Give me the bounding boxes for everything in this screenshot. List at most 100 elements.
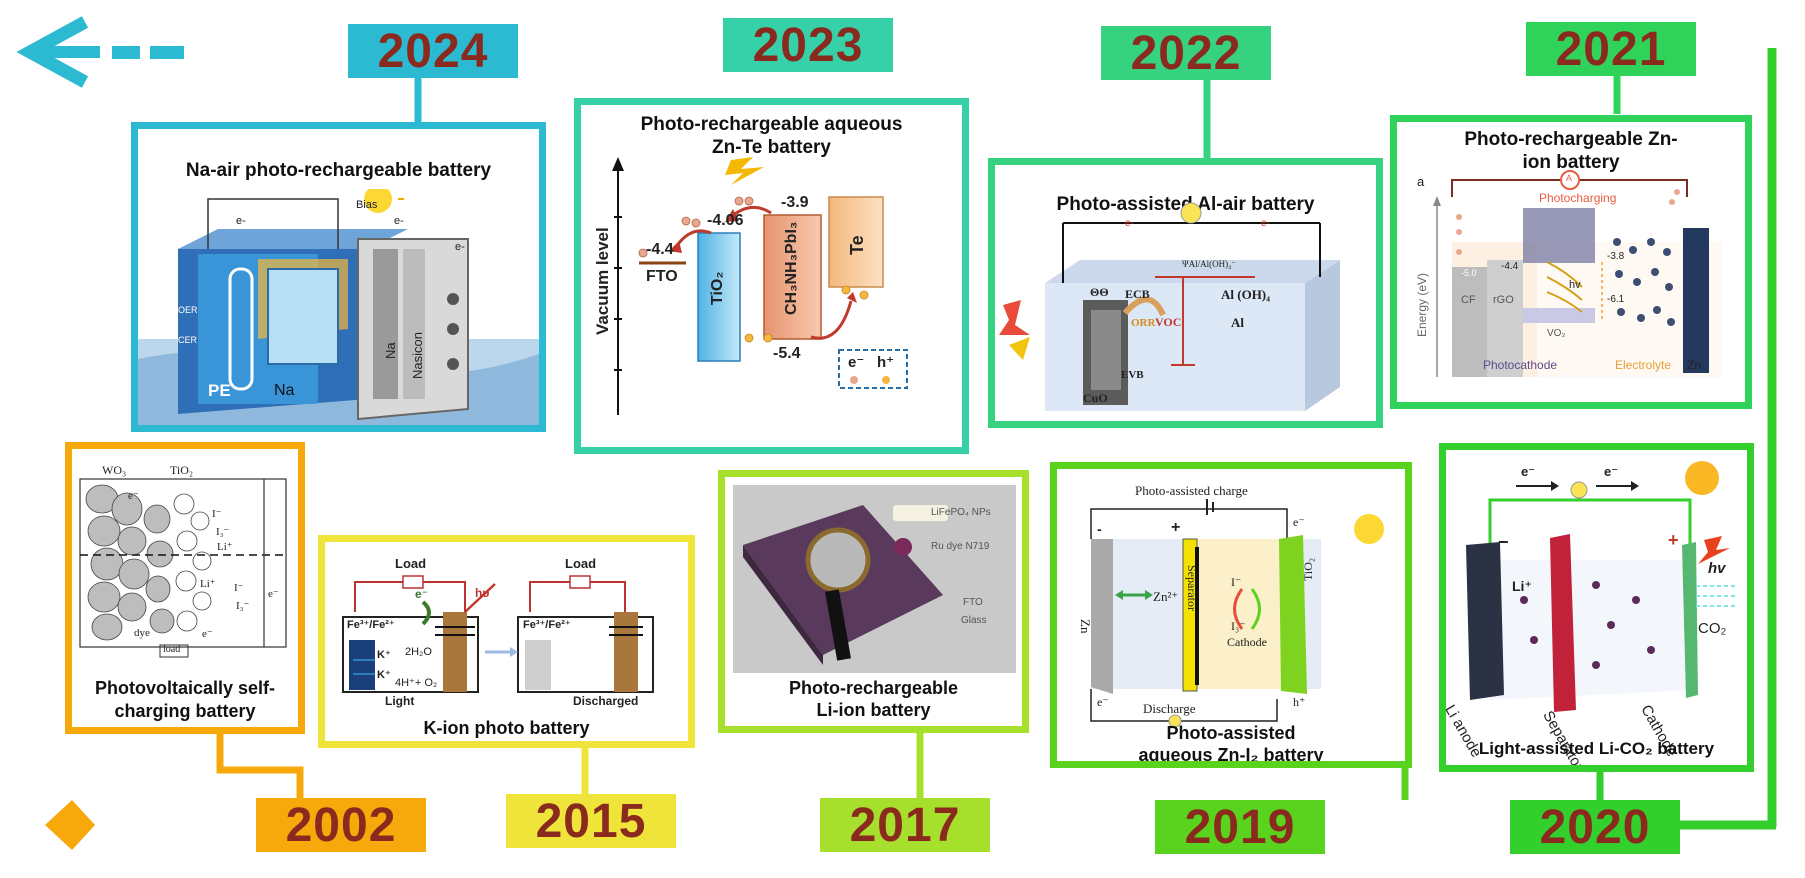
electron-label: e⁻ — [128, 490, 139, 502]
bulb-icon — [1180, 202, 1202, 224]
li-ion-figure — [733, 485, 1016, 673]
electron-label: e⁻ — [1097, 695, 1109, 709]
arrow-head-left — [45, 800, 95, 850]
legend-hole: h⁺ — [877, 354, 895, 371]
perovskite-cb-label: -3.9 — [781, 194, 809, 211]
fto-label: FTO — [646, 268, 678, 285]
evb-label: EVB — [1121, 369, 1144, 381]
lightning-icon — [999, 300, 1030, 335]
zn-label: Zn — [1078, 619, 1093, 634]
panel-li-co2: e⁻ e⁻ − + Li⁺ hv CO₂ Li anode Separator … — [1439, 443, 1754, 772]
co2-label: CO₂ — [1698, 620, 1727, 637]
electron-label: e⁻ — [1521, 464, 1536, 479]
glass-label: Glass — [961, 615, 987, 626]
charge-label: ΘΘ — [1090, 285, 1109, 299]
wo3-label: WO₃ — [102, 463, 127, 477]
plus-sign: + — [1171, 519, 1181, 536]
zn-te-band-diagram — [612, 157, 908, 415]
discharged-label: Discharged — [573, 694, 639, 708]
electron-label: e- — [1261, 218, 1270, 229]
electron-label: e⁻ — [415, 587, 429, 601]
al-oh-label: Al (OH)₄ — [1221, 287, 1271, 302]
ecb-label: ECB — [1125, 287, 1150, 301]
panel-title: Zn-Te battery — [712, 137, 831, 158]
photocharging-label: Photocharging — [1539, 191, 1617, 205]
year-label: 2024 — [377, 24, 489, 78]
pv-self-figure — [79, 478, 287, 658]
ammeter-icon: A — [1566, 173, 1573, 183]
load-label: load — [163, 644, 181, 655]
hv-label: hυ — [475, 586, 490, 600]
iodide-label: I⁻ — [1231, 575, 1242, 589]
panel-title: Photo-assisted — [1166, 723, 1296, 743]
year-box-2015: 2015 — [506, 794, 676, 848]
light-label: Light — [385, 694, 415, 708]
hv-label: hv — [1569, 279, 1581, 291]
separator-label: Separator — [1185, 565, 1199, 611]
fto-level-label: -4.4 — [646, 241, 674, 258]
year-box-2002: 2002 — [256, 798, 426, 852]
li-co2-figure — [1466, 461, 1736, 712]
redox-label: Fe³⁺/Fe²⁺ — [347, 619, 395, 631]
panel-zn-ion: Photo-rechargeable Zn- ion battery a En — [1390, 115, 1752, 409]
panel-al-air: Photo-assisted Al-air battery e- e- ΨAl/… — [988, 158, 1383, 428]
arrow-dash — [112, 46, 140, 59]
year-label: 2022 — [1130, 26, 1242, 80]
zn-label: Zn — [1687, 358, 1702, 372]
iodide-label: I⁻ — [234, 582, 244, 594]
discharge-label: Discharge — [1143, 701, 1196, 716]
arrow-dash — [150, 46, 184, 59]
sun-icon — [364, 189, 392, 213]
orr-label: ORR — [1131, 317, 1156, 329]
zn-i2-figure — [1090, 499, 1384, 728]
vacuum-level-axis-label: Vacuum level — [593, 227, 612, 335]
nasicon-label: Nasicon — [410, 332, 425, 379]
cer-label: CER — [178, 335, 198, 345]
panel-title: charging battery — [114, 701, 256, 721]
panel-letter: a — [1417, 174, 1425, 189]
electron-label: e- — [455, 241, 465, 253]
year-label: 2015 — [535, 794, 647, 848]
year-box-2019: 2019 — [1155, 800, 1325, 854]
load-label: Load — [565, 556, 597, 571]
perovskite-label: CH₃NH₃PbI₃ — [783, 221, 800, 315]
year-label: 2017 — [849, 798, 961, 852]
cathode-label: Cathode — [1227, 635, 1267, 649]
electron-label: e⁻ — [1604, 464, 1619, 479]
panel-na-air: Na-air photo-rechargeable battery Bias e… — [131, 122, 546, 432]
plus-sign: + — [1668, 530, 1679, 550]
cuo-label: CuO — [1083, 391, 1108, 405]
tio2-label: TiO₂ — [170, 463, 194, 477]
oer-label: OER — [178, 305, 198, 315]
lightning-icon — [725, 157, 764, 185]
level-label: -3.8 — [1607, 251, 1625, 262]
year-box-2023: 2023 — [723, 18, 893, 72]
na-label: Na — [274, 382, 295, 399]
level-label: -4.4 — [1501, 261, 1519, 272]
tio2-level-label: -4.06 — [707, 212, 744, 229]
year-box-2021: 2021 — [1526, 22, 1696, 76]
lightning-icon — [1698, 536, 1730, 564]
hole-label: h⁺ — [1293, 695, 1306, 709]
year-box-2020: 2020 — [1510, 800, 1680, 854]
minus-sign: - — [1097, 521, 1102, 537]
water-label: 2H₂O — [405, 646, 432, 658]
year-label: 2023 — [752, 18, 864, 72]
tio2-label: TiO₂ — [1301, 557, 1315, 581]
hv-label: hv — [1708, 560, 1726, 577]
na-air-figure — [138, 189, 539, 425]
li-ion-label: Li⁺ — [1512, 578, 1532, 594]
panel-li-ion: LiFePO₄ NPs Ru dye N719 FTO Glass Photo-… — [718, 470, 1029, 733]
k-ion-label: K⁺ — [377, 649, 391, 661]
year-label: 2020 — [1539, 800, 1651, 854]
panel-title: Photo-rechargeable Zn- — [1464, 129, 1678, 150]
zn-ion-label: Zn²⁺ — [1153, 589, 1179, 604]
panel-title: aqueous Zn-I₂ battery — [1138, 745, 1324, 765]
potential-label: ΨAl/Al(OH)₄⁻ — [1182, 259, 1237, 269]
panel-zn-i2: Photo-assisted charge - + Zn Zn²⁺ Separa… — [1050, 462, 1412, 768]
rgo-label: rGO — [1493, 294, 1514, 306]
na-rod-label: Na — [383, 342, 398, 359]
tio2-label: TiO₂ — [709, 271, 726, 305]
panel-title: Light-assisted Li-CO₂ battery — [1478, 739, 1715, 758]
